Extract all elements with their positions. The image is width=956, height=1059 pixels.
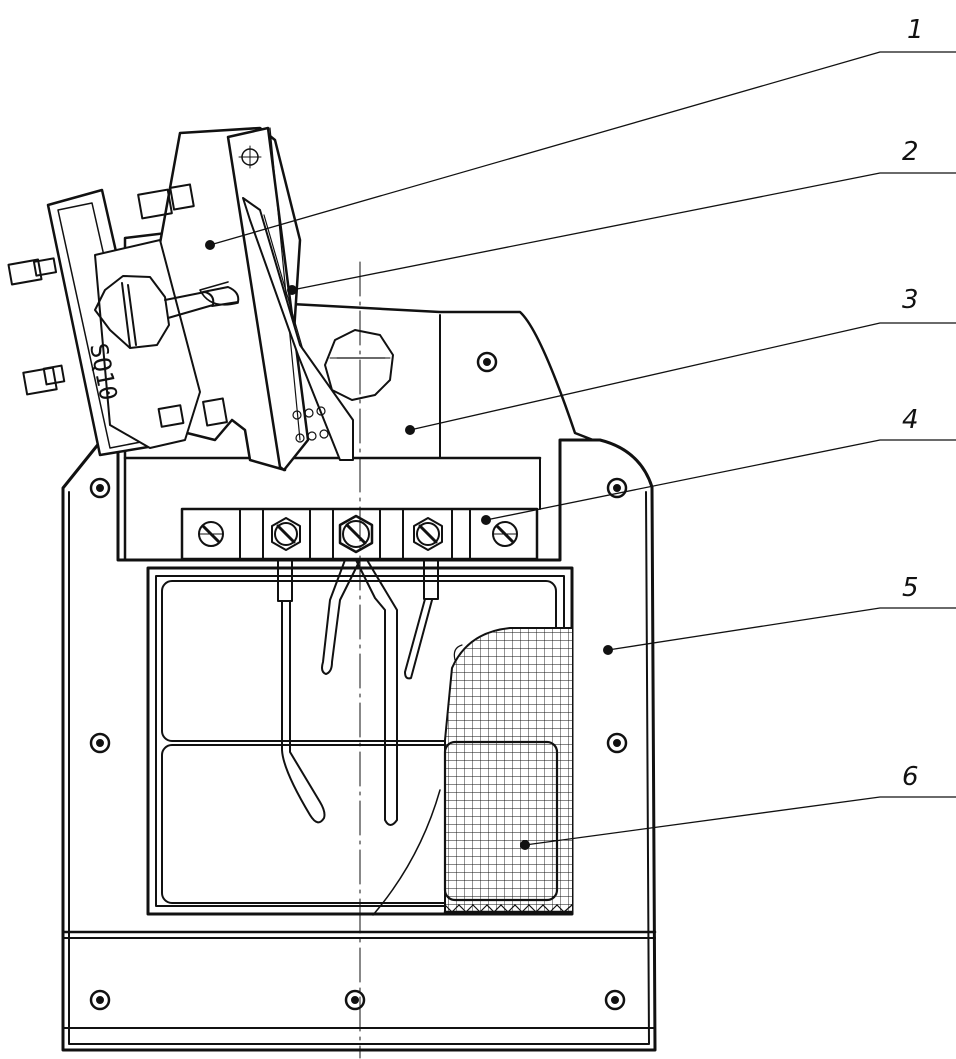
winding-cutaway	[372, 627, 574, 916]
terminal-screws	[198, 514, 518, 554]
callout-labels: 1 2 3 4 5 6	[902, 15, 924, 792]
actuating-lever	[199, 126, 354, 472]
leader-dots	[205, 240, 613, 850]
lever-pivot-icon	[238, 145, 262, 169]
return-spring	[292, 406, 329, 443]
callout-3: 3	[902, 285, 919, 315]
callout-5: 5	[902, 573, 919, 603]
callout-6: 6	[902, 762, 919, 792]
frame-holes	[89, 351, 628, 1011]
callout-2: 2	[902, 137, 919, 167]
mounting-bracket	[123, 230, 602, 562]
coil-wires	[277, 558, 439, 826]
callout-1: 1	[907, 15, 924, 45]
leader-lines	[209, 51, 956, 846]
base-frame	[61, 351, 657, 1052]
callout-4: 4	[902, 405, 919, 435]
